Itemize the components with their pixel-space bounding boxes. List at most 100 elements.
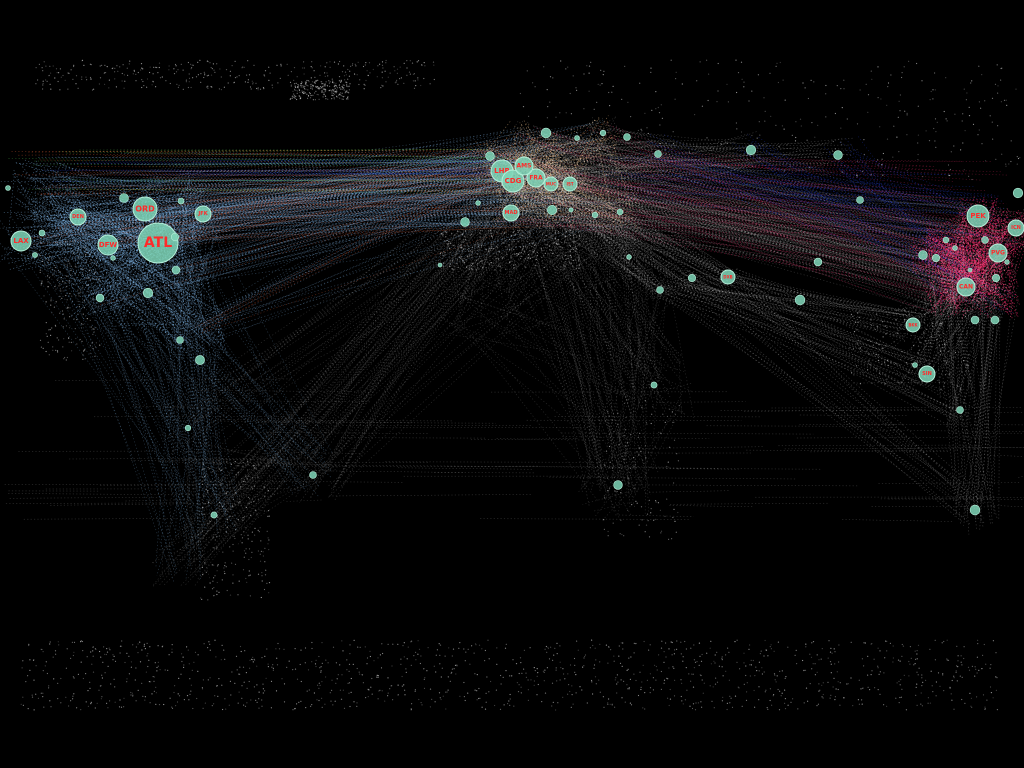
coastline-dot (42, 651, 44, 653)
coastline-dot (204, 476, 206, 478)
coastline-dot (644, 112, 646, 114)
coastline-dot (492, 265, 494, 267)
coastline-dot (158, 704, 161, 706)
coastline-dot (669, 408, 671, 410)
coastline-dot (877, 667, 879, 669)
coastline-dot (334, 84, 336, 86)
coastline-dot (315, 79, 317, 82)
coastline-dot (84, 247, 86, 249)
coastline-dot (818, 659, 820, 661)
coastline-dot (149, 66, 151, 68)
coastline-dot (696, 661, 698, 663)
coastline-dot (48, 277, 51, 279)
coastline-dot (357, 61, 359, 63)
coastline-dot (678, 405, 680, 407)
coastline-dot (620, 492, 622, 494)
coastline-dot (318, 88, 320, 91)
coastline-dot (447, 689, 449, 691)
coastline-dot (291, 95, 293, 97)
coastline-dot (624, 445, 626, 447)
coastline-dot (568, 262, 571, 264)
coastline-dot (35, 67, 37, 69)
coastline-dot (60, 677, 62, 680)
coastline-dot (915, 694, 917, 696)
coastline-dot (82, 269, 84, 271)
coastline-dot (296, 703, 298, 705)
coastline-dot (982, 694, 985, 696)
coastline-dot (563, 673, 565, 675)
coastline-dot (763, 143, 765, 146)
coastline-dot (345, 74, 347, 76)
coastline-dot (225, 509, 227, 511)
coastline-dot (51, 312, 53, 314)
coastline-dot (897, 332, 899, 334)
coastline-dot (171, 707, 174, 710)
coastline-dot (217, 516, 219, 518)
coastline-dot (68, 337, 70, 339)
coastline-dot (396, 72, 398, 74)
coastline-dot (293, 94, 295, 96)
coastline-dot (559, 645, 561, 647)
coastline-dot (334, 87, 336, 89)
coastline-dot (33, 679, 35, 681)
coastline-dot (673, 142, 675, 145)
coastline-dot (681, 700, 683, 702)
coastline-dot (316, 699, 318, 701)
coastline-dot (250, 658, 253, 660)
coastline-dot (201, 555, 203, 557)
coastline-dot (73, 318, 75, 320)
coastline-dot (688, 673, 690, 675)
coastline-dot (317, 94, 320, 96)
coastline-dot (253, 686, 255, 688)
coastline-dot (925, 679, 927, 682)
coastline-dot (226, 461, 228, 463)
coastline-dot (900, 696, 903, 698)
coastline-dot (446, 232, 448, 234)
coastline-dot (72, 698, 74, 700)
coastline-dot (48, 687, 50, 689)
coastline-dot (546, 259, 548, 261)
coastline-dot (131, 692, 133, 694)
coastline-dot (332, 90, 334, 92)
coastline-dot (385, 81, 387, 83)
coastline-dot (227, 82, 229, 84)
coastline-dot (795, 136, 797, 139)
coastline-dot (242, 66, 244, 68)
coastline-dot (775, 65, 777, 67)
coastline-dot (180, 673, 182, 675)
coastline-dot (395, 81, 397, 83)
coastline-dot (501, 238, 503, 240)
coastline-dot (784, 708, 787, 710)
coastline-dot (950, 693, 952, 695)
coastline-dot (807, 700, 809, 702)
coastline-dot (329, 66, 331, 68)
coastline-dot (342, 88, 344, 90)
coastline-dot (35, 693, 37, 695)
coastline-dot (885, 640, 887, 642)
coastline-dot (764, 110, 766, 112)
coastline-dot (76, 707, 78, 709)
coastline-dot (745, 699, 748, 702)
coastline-dot (171, 706, 173, 708)
coastline-dot (605, 644, 608, 646)
coastline-dot (209, 62, 211, 64)
coastline-dot (307, 97, 309, 99)
coastline-dot (157, 645, 159, 647)
coastline-dot (314, 76, 316, 78)
coastline-dot (419, 662, 421, 665)
coastline-dot (675, 78, 677, 80)
coastline-dot (81, 78, 83, 80)
coastline-dot (946, 639, 948, 641)
coastline-dot (834, 651, 836, 653)
coastline-dot (954, 113, 956, 115)
coastline-dot (264, 547, 266, 550)
coastline-dot (220, 659, 222, 661)
coastline-dot (74, 328, 76, 330)
coastline-dot (246, 687, 248, 689)
coastline-dot (85, 261, 87, 263)
coastline-dot (246, 702, 248, 704)
coastline-dot (349, 705, 351, 708)
coastline-dot (290, 71, 292, 73)
coastline-dot (803, 702, 805, 704)
coastline-dot (682, 660, 684, 662)
